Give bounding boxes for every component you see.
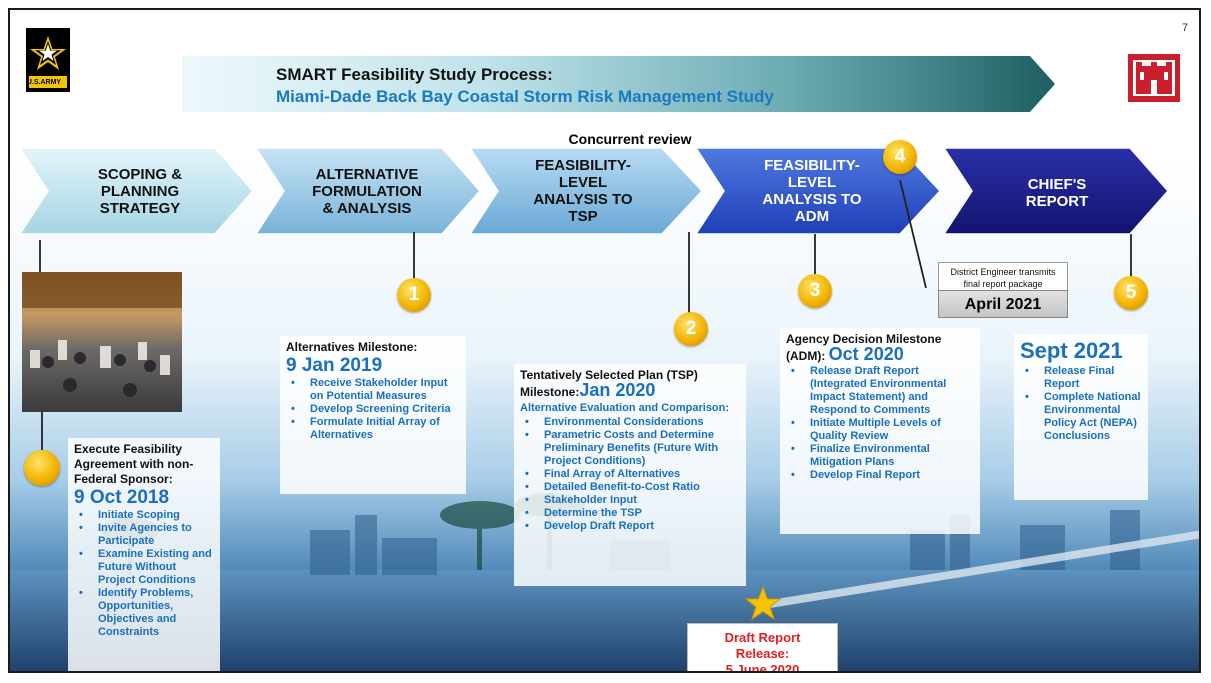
district-engineer-note: District Engineer transmits final report… bbox=[938, 262, 1068, 294]
milestone-card-adm: Agency Decision Milestone (ADM): Oct 202… bbox=[780, 328, 980, 534]
bridge bbox=[770, 530, 1199, 608]
stage-arrow-1 bbox=[18, 147, 255, 235]
list-item: Initiate Multiple Levels of Quality Revi… bbox=[791, 417, 974, 443]
list-item: Initiate Scoping bbox=[79, 509, 214, 522]
milestone-date: Sept 2021 bbox=[1020, 338, 1123, 363]
milestone-start-dot bbox=[24, 450, 60, 486]
milestone-subheading: Alternative Evaluation and Comparison: bbox=[520, 402, 730, 414]
page-subtitle: Miami-Dade Back Bay Coastal Storm Risk M… bbox=[276, 87, 774, 106]
list-item: Develop Final Report bbox=[791, 469, 974, 482]
milestone-task-list: Release Draft Report (Integrated Environ… bbox=[786, 365, 974, 482]
list-item: Detailed Benefit-to-Cost Ratio bbox=[525, 481, 740, 494]
castle-logo bbox=[1128, 54, 1180, 102]
milestone-2-badge: 2 bbox=[674, 312, 708, 346]
final-report-date-box: April 2021 bbox=[938, 290, 1068, 318]
list-item: Develop Draft Report bbox=[525, 520, 740, 533]
list-item: Formulate Initial Array of Alternatives bbox=[291, 416, 460, 442]
draft-report-release-box: Draft Report Release: 5 June 2020 bbox=[687, 623, 838, 671]
milestone-heading: Tentatively Selected Plan (TSP) bbox=[520, 368, 698, 382]
list-item: Release Draft Report (Integrated Environ… bbox=[791, 365, 974, 417]
list-item: Identify Problems, Opportunities, Object… bbox=[79, 587, 214, 639]
milestone-1-badge: 1 bbox=[397, 278, 431, 312]
milestone-5-badge: 5 bbox=[1114, 276, 1148, 310]
list-item: Receive Stakeholder Input on Potential M… bbox=[291, 377, 460, 403]
milestone-card-alternatives: Alternatives Milestone: 9 Jan 2019 Recei… bbox=[280, 336, 466, 494]
milestone-heading-line2: (ADM): Oct 2020 bbox=[786, 344, 904, 364]
slide-frame: 7 SMART Feasibility Study Process: Miami… bbox=[8, 8, 1201, 673]
milestone-task-list: Receive Stakeholder Input on Potential M… bbox=[286, 377, 460, 442]
milestone-task-list: Initiate Scoping Invite Agencies to Part… bbox=[74, 509, 214, 639]
title-banner bbox=[182, 56, 1055, 112]
milestone-card-tsp: Tentatively Selected Plan (TSP) Mileston… bbox=[514, 364, 746, 586]
list-item: Invite Agencies to Participate bbox=[79, 522, 214, 548]
milestone-task-list: Release Final Report Complete National E… bbox=[1020, 365, 1142, 443]
list-item: Examine Existing and Future Without Proj… bbox=[79, 548, 214, 587]
army-logo bbox=[26, 28, 70, 92]
list-item: Complete National Environmental Policy A… bbox=[1025, 391, 1142, 443]
milestone-date: 9 Jan 2019 bbox=[286, 355, 383, 376]
list-item: Finalize Environmental Mitigation Plans bbox=[791, 443, 974, 469]
list-item: Stakeholder Input bbox=[525, 494, 740, 507]
milestone-4-badge: 4 bbox=[883, 140, 917, 174]
milestone-heading-line2: Milestone:Jan 2020 bbox=[520, 380, 656, 400]
list-item: Parametric Costs and Determine Prelimina… bbox=[525, 429, 740, 468]
milestone-date: Oct 2020 bbox=[828, 344, 904, 364]
stage-arrow-5 bbox=[942, 147, 1170, 235]
milestone-3-badge: 3 bbox=[798, 274, 832, 308]
milestone-heading: Agency Decision Milestone bbox=[786, 332, 942, 346]
list-item: Determine the TSP bbox=[525, 507, 740, 520]
list-item: Develop Screening Criteria bbox=[291, 403, 460, 416]
milestone-heading: Execute Feasibility Agreement with non- … bbox=[74, 442, 194, 486]
page-title: SMART Feasibility Study Process: bbox=[276, 65, 553, 84]
connector-lines bbox=[39, 179, 1132, 450]
milestone-date: 9 Oct 2018 bbox=[74, 487, 170, 508]
milestone-card-feasibility-agreement: Execute Feasibility Agreement with non- … bbox=[68, 438, 220, 671]
list-item: Release Final Report bbox=[1025, 365, 1142, 391]
milestone-card-chiefs-report: Sept 2021 Release Final Report Complete … bbox=[1014, 334, 1148, 500]
milestone-date: Jan 2020 bbox=[579, 380, 656, 400]
list-item: Final Array of Alternatives bbox=[525, 468, 740, 481]
milestone-heading: Alternatives Milestone: bbox=[286, 340, 418, 354]
list-item: Environmental Considerations bbox=[525, 416, 740, 429]
concurrent-review-label: Concurrent review bbox=[568, 131, 692, 147]
milestone-task-list: Environmental Considerations Parametric … bbox=[520, 416, 740, 533]
stage-arrow-2 bbox=[254, 147, 482, 235]
workshop-photo bbox=[22, 272, 182, 412]
page-number: 7 bbox=[1182, 22, 1189, 34]
stage-arrow-3 bbox=[468, 147, 704, 235]
army-logo-text: U.S.ARMY bbox=[26, 79, 62, 86]
draft-star-icon bbox=[744, 585, 782, 621]
